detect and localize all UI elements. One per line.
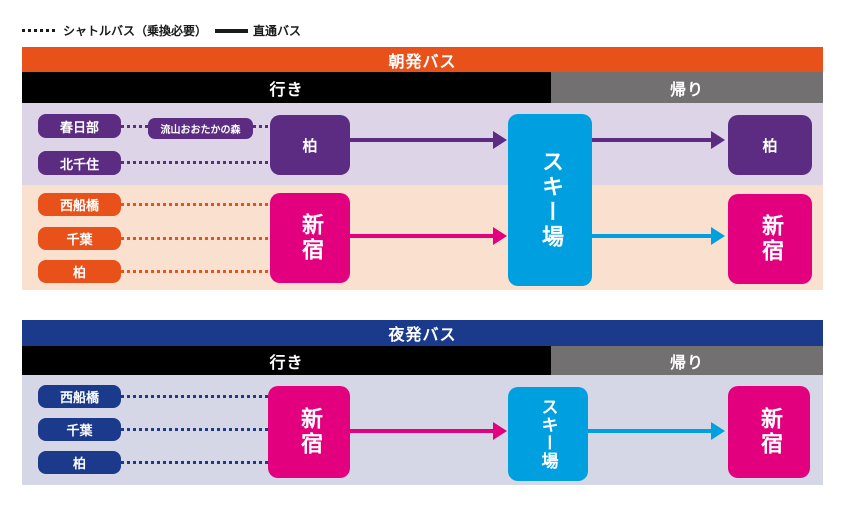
shuttle-line-kashiwa-shinjuku-morning <box>121 270 270 273</box>
station-box-kashiwa-night: 柏 <box>38 451 121 474</box>
station-box-nishifunabashi-night: 西船橋 <box>38 385 121 408</box>
shuttle-line-kashiwa-shinjuku-night <box>121 461 268 464</box>
shuttle-bus-legend-label: シャトルバス（乗換必要） <box>63 24 208 38</box>
morning-kashiwa-route-zone <box>22 103 823 185</box>
direct-arrow-shinjuku-to-ski-night <box>350 422 507 440</box>
morning-section-title: 朝発バス <box>22 47 823 72</box>
morning-outbound-header: 行き <box>22 72 551 103</box>
night-outbound-header: 行き <box>22 346 551 375</box>
station-box-kashiwa-return: 柏 <box>728 115 812 175</box>
shuttle-line-chiba-shinjuku-night <box>121 428 268 431</box>
station-box-shinjuku-return-night: 新宿 <box>728 386 810 478</box>
shuttle-bus-dotted-line-icon <box>22 29 57 32</box>
shuttle-line-chiba-shinjuku-morning <box>121 237 270 240</box>
direct-bus-solid-line-icon <box>215 29 248 33</box>
shuttle-line-kasukabe-nagareyama <box>121 125 148 128</box>
shuttle-line-kitasenju-kashiwa <box>121 161 270 164</box>
shuttle-line-nishifunabashi-shinjuku-morning <box>121 203 270 206</box>
station-box-nishifunabashi-morning: 西船橋 <box>38 193 121 216</box>
station-box-shinjuku-hub-night: 新宿 <box>268 386 350 478</box>
direct-arrow-ski-to-shinjuku-morning <box>592 227 725 245</box>
station-box-kashiwa-morning-orange: 柏 <box>38 260 121 283</box>
station-box-shinjuku-return-morning: 新宿 <box>728 194 812 284</box>
night-section-title: 夜発バス <box>22 320 823 346</box>
station-box-kitasenju: 北千住 <box>38 151 121 175</box>
ski-resort-box-night: スキー場 <box>508 387 588 481</box>
station-box-shinjuku-hub-morning: 新宿 <box>270 193 350 283</box>
station-box-kashiwa-hub: 柏 <box>270 115 350 175</box>
direct-arrow-ski-to-kashiwa <box>592 131 725 149</box>
station-box-kasukabe: 春日部 <box>38 114 121 138</box>
shuttle-line-nishifunabashi-shinjuku-night <box>121 395 268 398</box>
morning-return-header: 帰り <box>551 72 823 103</box>
station-box-chiba-morning: 千葉 <box>38 227 121 250</box>
station-box-chiba-night: 千葉 <box>38 418 121 441</box>
station-box-nagareyama-otakanomori: 流山おおたかの森 <box>148 118 253 139</box>
night-return-header: 帰り <box>551 346 823 375</box>
direct-bus-legend-label: 直通バス <box>253 24 302 38</box>
direct-arrow-shinjuku-to-ski-morning <box>350 227 507 245</box>
direct-arrow-ski-to-shinjuku-night <box>588 422 725 440</box>
shuttle-line-nagareyama-kashiwa <box>253 125 270 128</box>
direct-arrow-kashiwa-to-ski <box>350 131 507 149</box>
ski-resort-box-morning: スキー場 <box>508 114 592 286</box>
